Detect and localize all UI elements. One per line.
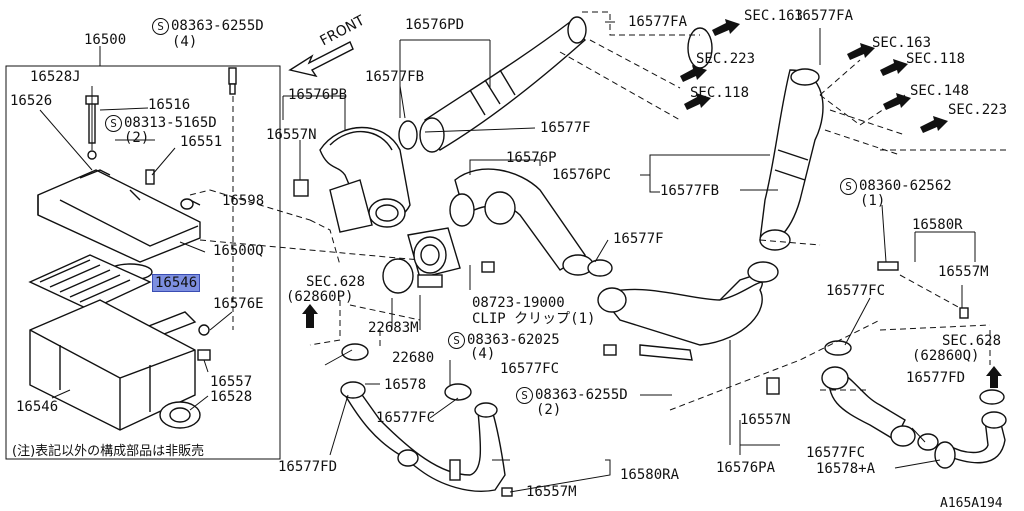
sec-628-right-sub: (62860Q): [912, 348, 980, 364]
callout-16576E: 16576E: [213, 296, 264, 312]
small-parts: [180, 27, 969, 497]
callout-16576PA: 16576PA: [716, 460, 776, 476]
screw-mark-icon: S: [516, 387, 533, 404]
callout-16577FD-right: 16577FD: [906, 370, 966, 386]
callout-16528J: 16528J: [30, 69, 81, 85]
callout-text: 08363-6255D: [171, 18, 264, 34]
sec-118-b[interactable]: SEC.118: [906, 51, 966, 67]
left-leaders: [39, 86, 421, 411]
callout-16526: 16526: [10, 93, 53, 109]
intake-duct-16576PB: [319, 126, 411, 233]
footnote-not-sold: (注)表記以外の構成部品は非販売: [12, 444, 205, 459]
sec-628-left-sub: (62860P): [286, 289, 354, 305]
air-cleaner-upper-cover: [37, 169, 201, 281]
hose-16580RA: [340, 343, 506, 492]
air-cleaner-lower-case: [29, 299, 201, 431]
callout-16551: 16551: [180, 134, 223, 150]
callout-16577FA-top: 16577FA: [628, 14, 688, 30]
sec-148[interactable]: SEC.148: [910, 83, 970, 99]
callout-16580R: 16580R: [912, 217, 963, 233]
callout-qty: (4): [172, 34, 198, 50]
figure-id: A165A194: [940, 496, 1003, 511]
callout-16578: 16578: [384, 377, 427, 393]
callout-16516: 16516: [148, 97, 191, 113]
hose-16580R: [821, 340, 1007, 469]
callout-text: 08360-62562: [859, 178, 952, 194]
sec-163-b[interactable]: SEC.163: [872, 35, 932, 51]
air-flow-meter-22680: [382, 227, 461, 294]
callout-16557M-right: 16557M: [938, 264, 989, 280]
callout-16577FC-bottomright: 16577FC: [806, 445, 866, 461]
callout-08723-19000: 08723-19000: [472, 295, 565, 311]
sec-223-a[interactable]: SEC.223: [696, 51, 756, 67]
callout-16500Q: 16500Q: [213, 243, 264, 259]
callout-text: 08363-6255D: [535, 387, 628, 403]
sec-628-left[interactable]: SEC.628: [306, 274, 366, 290]
callout-16577F-right: 16577F: [613, 231, 664, 247]
callout-16577FD-left: 16577FD: [278, 459, 338, 475]
screw-mark-icon: S: [840, 178, 857, 195]
callout-16580RA: 16580RA: [620, 467, 680, 483]
callout-qty: (1): [860, 193, 886, 209]
callout-16598: 16598: [222, 193, 265, 209]
callout-clip: CLIP クリップ(1): [472, 311, 596, 327]
dashed-lines: [309, 11, 1010, 411]
callout-16577FB-right: 16577FB: [660, 183, 720, 199]
sec-163-a[interactable]: SEC.163: [744, 8, 804, 24]
callout-16557: 16557: [210, 374, 253, 390]
intake-duct-16576PA: [597, 269, 771, 346]
callout-16576PB: 16576PB: [288, 87, 348, 103]
sec-223-b[interactable]: SEC.223: [948, 102, 1008, 118]
callout-16577F-mid: 16577F: [540, 120, 591, 136]
sec-arrows: [302, 19, 1002, 388]
callout-16557N-right: 16557N: [740, 412, 791, 428]
screw-mark-icon: S: [152, 18, 169, 35]
front-arrow: [288, 41, 354, 78]
callout-22683M: 22683M: [368, 320, 419, 336]
intake-duct-16576PC: [747, 68, 824, 283]
screw-mark-icon: S: [105, 115, 122, 132]
callout-16557M-bottom: 16557M: [526, 484, 577, 500]
intake-duct-16576PD: [398, 16, 587, 153]
callout-16500: 16500: [84, 32, 127, 48]
callout-16578A: 16578+A: [816, 461, 876, 477]
callout-16577FB-top: 16577FB: [365, 69, 425, 85]
screw-mark-icon: S: [448, 332, 465, 349]
highlight-box[interactable]: 16546: [152, 274, 201, 292]
air-cleaner-group-frame: [5, 65, 281, 460]
intake-duct-16576P: [449, 168, 613, 277]
callout-text: 08363-62025: [467, 332, 560, 348]
callout-16577FC-left: 16577FC: [376, 410, 436, 426]
callout-16528: 16528: [210, 389, 253, 405]
sec-628-right[interactable]: SEC.628: [942, 333, 1002, 349]
callout-qty: (2): [536, 402, 562, 418]
callout-16576PD: 16576PD: [405, 17, 465, 33]
callout-16546: 16546: [16, 399, 59, 415]
callout-qty: (4): [470, 346, 496, 362]
callout-22680: 22680: [392, 350, 435, 366]
callout-16577FA-right: 16577FA: [794, 8, 854, 24]
callout-16576PC: 16576PC: [552, 167, 612, 183]
callout-16577FC-right: 16577FC: [826, 283, 886, 299]
callout-text: 08313-5165D: [124, 115, 217, 131]
main-leaders: [282, 21, 976, 493]
callout-16576P: 16576P: [506, 150, 557, 166]
callout-16557N-left: 16557N: [266, 127, 317, 143]
callout-16546-highlighted[interactable]: 16546: [152, 274, 201, 292]
sec-118-a[interactable]: SEC.118: [690, 85, 750, 101]
callout-qty: (2): [124, 130, 150, 146]
callout-16577FC-mid: 16577FC: [500, 361, 560, 377]
